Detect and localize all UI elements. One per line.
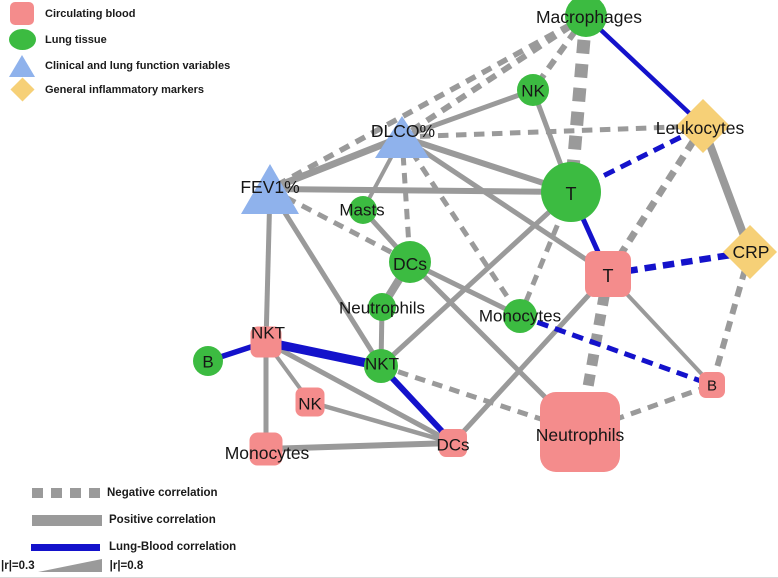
label-masts_lung: Masts xyxy=(339,201,384,220)
label-neutrophils_blood: Neutrophils xyxy=(536,425,625,445)
edge-leukocytes--t_blood xyxy=(605,124,706,276)
label-nk_lung: NK xyxy=(521,82,545,101)
node-neutrophils_lung xyxy=(368,293,396,321)
node-masts_lung xyxy=(349,196,377,224)
label-nkt_lung: NKT xyxy=(365,355,399,374)
label-macrophages_lung: Macrophages xyxy=(536,7,642,27)
legend-item-lung-tissue: Lung tissue xyxy=(8,29,107,50)
r-max-label: |r|=0.8 xyxy=(109,560,144,572)
legend-item-circulating-blood: Circulating blood xyxy=(8,2,135,25)
edge-dlco--t_blood xyxy=(400,134,610,277)
node-nk_blood xyxy=(295,387,325,417)
clinical-variables-swatch-icon xyxy=(9,55,35,77)
edge-leukocytes--crp xyxy=(699,124,754,254)
node-nk_lung xyxy=(517,74,549,106)
node-dlco xyxy=(375,116,429,158)
label-neutrophils_lung: Neutrophils xyxy=(339,299,425,318)
label-dcs_lung: DCs xyxy=(393,254,427,274)
node-dcs_lung xyxy=(389,241,431,283)
label-nk_blood: NK xyxy=(298,395,322,414)
label-dcs_blood: DCs xyxy=(436,436,469,455)
label-crp: CRP xyxy=(733,242,770,262)
edge-monocytes_lung--b_blood xyxy=(519,313,713,388)
node-neutrophils_blood xyxy=(540,392,620,472)
label-t_lung: T xyxy=(566,184,577,204)
edge-fev1--nkt_blood xyxy=(263,188,273,343)
legend-item-label: Clinical and lung function variables xyxy=(45,60,231,72)
r-min-label: |r|=0.3 xyxy=(1,560,35,572)
node-t_blood xyxy=(585,251,631,297)
label-b_blood: B xyxy=(707,378,717,395)
legend-item-label: Circulating blood xyxy=(45,7,136,20)
legend-item-label: Positive correlation xyxy=(109,514,216,526)
edge-fev1--dlco xyxy=(268,133,404,193)
label-nkt_blood: NKT xyxy=(251,324,285,343)
node-b_blood xyxy=(699,372,725,398)
label-fev1: FEV1% xyxy=(240,177,299,197)
edge-t_blood--neutrophils_blood xyxy=(574,273,614,433)
legend-item-negative-correlation: Negative correlation xyxy=(32,487,218,499)
edge-macrophages_lung--leukocytes xyxy=(584,14,705,128)
edge-nk_lung--dlco xyxy=(401,87,534,140)
edge-monocytes_blood--dcs_blood xyxy=(265,440,454,452)
edge-nkt_blood--dcs_blood xyxy=(264,339,455,446)
node-dcs_blood xyxy=(439,429,467,457)
edge-fev1--nkt_lung xyxy=(267,187,384,368)
node-macrophages_lung xyxy=(565,0,607,37)
node-crp xyxy=(723,225,777,279)
node-monocytes_blood xyxy=(249,432,283,466)
circulating-blood-swatch-icon xyxy=(10,2,34,25)
legend-item-lung-blood-correlation: Lung-Blood correlation xyxy=(31,541,236,553)
edge-fev1--dcs_lung xyxy=(268,186,412,265)
node-monocytes_lung xyxy=(503,299,537,333)
edge-nkt_lung--dcs_blood xyxy=(378,363,456,446)
node-b_lung xyxy=(193,346,223,376)
edge-t_blood--crp xyxy=(607,248,751,278)
edge-macrophages_lung--fev1 xyxy=(268,13,588,192)
edge-fev1--t_lung xyxy=(269,186,572,195)
legend-item-inflammatory-markers: General inflammatory markers xyxy=(8,77,204,102)
node-fev1 xyxy=(241,164,299,214)
legend-item-label: Negative correlation xyxy=(107,487,218,499)
legend-item-clinical-variables: Clinical and lung function variables xyxy=(8,55,230,77)
label-monocytes_lung: Monocytes xyxy=(479,307,561,326)
node-nkt_lung xyxy=(364,349,398,383)
label-leukocytes: Leukocytes xyxy=(656,118,745,138)
edge-nkt_blood--nkt_lung xyxy=(265,337,382,371)
lung-tissue-swatch-icon xyxy=(8,29,36,50)
legend-item-label: General inflammatory markers xyxy=(45,83,204,96)
line-width-scale-wedge-icon xyxy=(37,559,102,572)
inflammatory-markers-swatch-icon xyxy=(9,77,35,102)
edge-dlco--leukocytes xyxy=(401,123,704,140)
legend-item-positive-correlation: Positive correlation xyxy=(32,514,216,526)
node-nkt_blood xyxy=(250,326,282,358)
legend-item-label: Lung-Blood correlation xyxy=(109,541,237,553)
positive-correlation-line-icon xyxy=(32,514,102,526)
label-t_blood: T xyxy=(603,266,614,286)
label-b_lung: B xyxy=(202,353,213,372)
lung-blood-correlation-line-icon xyxy=(31,543,100,551)
label-monocytes_blood: Monocytes xyxy=(225,443,310,463)
edge-macrophages_lung--dlco xyxy=(400,13,588,140)
legend-item-label: Lung tissue xyxy=(45,33,107,46)
node-leukocytes xyxy=(676,99,730,153)
edge-crp--b_blood xyxy=(709,251,753,386)
node-t_lung xyxy=(541,162,601,222)
label-dlco: DLCO% xyxy=(371,121,435,141)
negative-correlation-line-icon xyxy=(32,488,102,498)
edge-t_blood--dcs_blood xyxy=(451,272,610,445)
edge-nk_blood--dcs_blood xyxy=(309,399,454,446)
legend-item-correlation-strength-scale: |r|=0.3 |r|=0.8 xyxy=(1,559,143,572)
edge-t_lung--nkt_lung xyxy=(379,190,573,368)
